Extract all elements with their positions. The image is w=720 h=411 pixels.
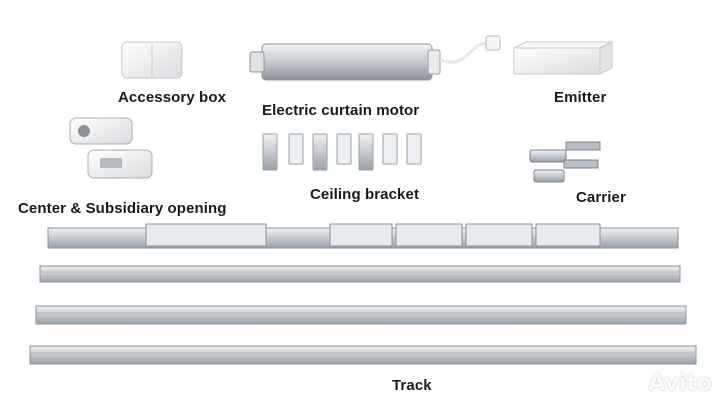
- label-accessory-box: Accessory box: [118, 89, 227, 106]
- accessory-box-image: [121, 41, 183, 79]
- emitter-image: [513, 41, 613, 75]
- label-emitter: Emitter: [554, 89, 607, 106]
- label-track: Track: [392, 377, 432, 394]
- label-center-opening: Center & Subsidiary opening: [18, 200, 227, 217]
- label-motor: Electric curtain motor: [262, 102, 420, 119]
- motor-image: [249, 35, 501, 81]
- track-rail-1: [47, 223, 679, 249]
- center-opening-image: [69, 117, 153, 179]
- label-carrier: Carrier: [576, 189, 626, 206]
- ceiling-bracket-image: [262, 133, 422, 171]
- carrier-image: [529, 141, 601, 183]
- track-rail-2: [39, 265, 681, 283]
- track-rail-3: [35, 305, 687, 325]
- track-rail-4: [29, 345, 697, 365]
- label-ceiling-bracket: Ceiling bracket: [310, 186, 420, 203]
- watermark-logo: Avito: [648, 371, 712, 396]
